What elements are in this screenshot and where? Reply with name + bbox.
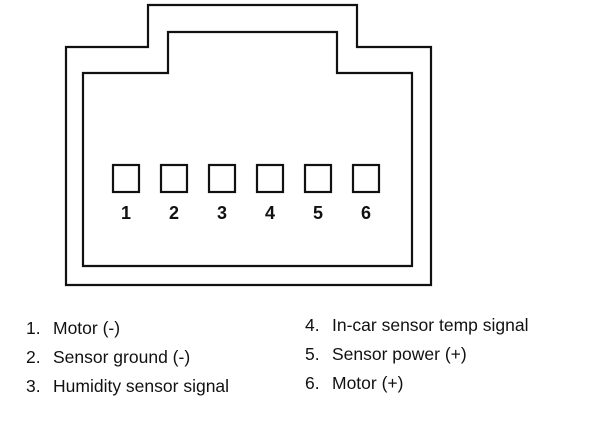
pin-terminal-2: 2 [159,163,189,223]
legend-label: In-car sensor temp signal [332,315,529,335]
pin-cavity [111,163,141,194]
legend-item-4: 4. In-car sensor temp signal [305,311,528,340]
legend-item-5: 5. Sensor power (+) [305,340,528,369]
legend-item-6: 6. Motor (+) [305,369,528,398]
connector-housing-outer [64,3,433,287]
pin-cavity [255,163,285,194]
legend-item-2: 2. Sensor ground (-) [26,343,229,372]
legend-item-1: 1. Motor (-) [26,314,229,343]
pin-terminal-6: 6 [351,163,381,223]
pin-number-5: 5 [313,203,323,223]
pin-legend-right: 4. In-car sensor temp signal 5. Sensor pow… [305,311,528,398]
connector-housing-inner [81,30,414,268]
pin-number-1: 1 [121,203,131,223]
pin-terminal-1: 1 [111,163,141,223]
legend-label: Sensor ground (-) [53,347,191,367]
pin-number-6: 6 [361,203,371,223]
legend-number: 6. [305,373,320,393]
legend-label: Motor (+) [332,373,404,393]
pin-number-2: 2 [169,203,179,223]
legend-number: 5. [305,344,320,364]
pin-legend-left: 1. Motor (-) 2. Sensor ground (-) 3. Humidi… [26,314,229,401]
legend-label: Motor (-) [53,318,121,338]
legend-label: Humidity sensor signal [53,376,230,396]
pin-number-3: 3 [217,203,227,223]
pin-number-4: 4 [265,203,275,223]
legend-label: Sensor power (+) [332,344,467,364]
legend-number: 2. [26,347,41,367]
pin-terminal-5: 5 [303,163,333,223]
pin-cavity [207,163,237,194]
pin-terminal-3: 3 [207,163,237,223]
legend-number: 4. [305,315,320,335]
pin-cavity [351,163,381,194]
legend-number: 1. [26,318,41,338]
legend-item-3: 3. Humidity sensor signal [26,372,229,401]
pin-cavity [303,163,333,194]
pin-cavity [159,163,189,194]
pin-terminal-4: 4 [255,163,285,223]
legend-number: 3. [26,376,41,396]
connector-diagram: 1 2 3 4 5 6 [64,3,433,287]
